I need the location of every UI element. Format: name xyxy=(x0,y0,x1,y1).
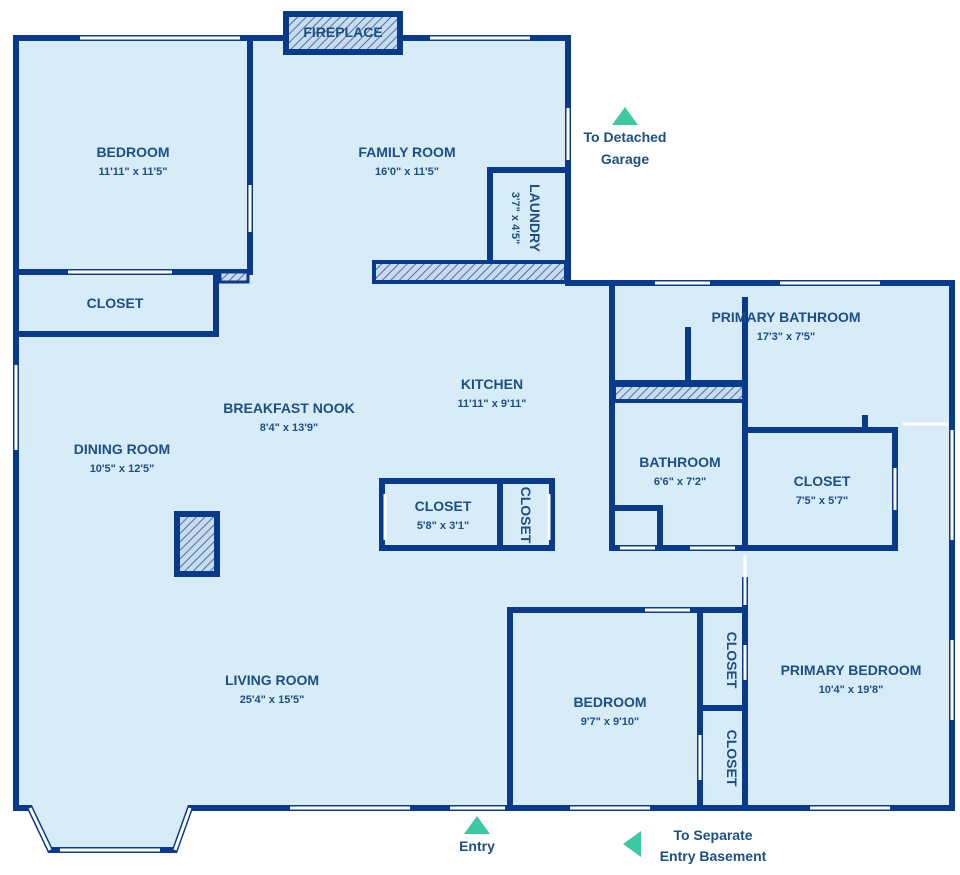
primary-bedroom-name: PRIMARY BEDROOM xyxy=(781,662,922,678)
breakfast-nook-dim: 8'4" x 13'9" xyxy=(260,422,318,434)
kitchen-name: KITCHEN xyxy=(461,376,523,392)
family-room-name: FAMILY ROOM xyxy=(358,144,455,160)
bedroom-south-name: BEDROOM xyxy=(573,694,646,710)
breakfast-nook-name: BREAKFAST NOOK xyxy=(223,400,354,416)
closet-center-dim: 5'8" x 3'1" xyxy=(417,520,469,532)
closet-center-small-name: CLOSET xyxy=(518,487,534,544)
garage-arrow-icon xyxy=(612,107,638,125)
closet-s1-name: CLOSET xyxy=(724,632,740,689)
primary-bedroom-dim: 10'4" x 19'8" xyxy=(819,684,884,696)
kitchen-dim: 11'11" x 9'11" xyxy=(458,398,527,410)
garage-label-2: Garage xyxy=(601,151,649,167)
basement-label-2: Entry Basement xyxy=(660,848,767,864)
living-room-name: LIVING ROOM xyxy=(225,672,319,688)
basement-label-1: To Separate xyxy=(673,827,752,843)
bedroom-nw-name: BEDROOM xyxy=(96,144,169,160)
bath-counter xyxy=(612,383,746,403)
chimney-pillar xyxy=(174,511,220,577)
closet-s2-name: CLOSET xyxy=(724,730,740,787)
entry-arrow-icon xyxy=(464,816,490,834)
fireplace-label: FIREPLACE xyxy=(303,24,382,40)
entry-label: Entry xyxy=(459,838,495,854)
markers: To Detached Garage Entry To Separate Ent… xyxy=(459,107,767,864)
closet-nw-name: CLOSET xyxy=(87,295,144,311)
closet-center-name: CLOSET xyxy=(415,498,472,514)
dining-room-name: DINING ROOM xyxy=(74,441,170,457)
closet-east-name: CLOSET xyxy=(794,473,851,489)
bedroom-south-dim: 9'7" x 9'10" xyxy=(581,716,639,728)
bathroom-dim: 6'6" x 7'2" xyxy=(654,476,706,488)
living-room-dim: 25'4" x 15'5" xyxy=(240,694,305,706)
bathroom-name: BATHROOM xyxy=(639,454,720,470)
bedroom-nw-dim: 11'11" x 11'5" xyxy=(99,166,168,178)
garage-label-1: To Detached xyxy=(584,129,667,145)
family-room-dim: 16'0" x 11'5" xyxy=(375,166,439,178)
room-labels: BEDROOM 11'11" x 11'5" FAMILY ROOM 16'0"… xyxy=(74,144,922,787)
primary-bathroom-dim: 17'3" x 7'5" xyxy=(757,331,815,343)
laundry-dim: 3'7" x 4'5" xyxy=(509,192,521,244)
nw-hatch xyxy=(218,270,250,284)
hatched-features xyxy=(174,11,746,577)
kitchen-counter xyxy=(372,260,568,284)
fireplace-box xyxy=(283,11,403,55)
primary-bathroom-name: PRIMARY BATHROOM xyxy=(711,309,860,325)
closet-east-dim: 7'5" x 5'7" xyxy=(796,495,848,507)
windows xyxy=(14,36,954,852)
basement-arrow-icon xyxy=(623,831,641,857)
laundry-name: LAUNDRY xyxy=(527,184,543,253)
dining-room-dim: 10'5" x 12'5" xyxy=(90,463,155,475)
